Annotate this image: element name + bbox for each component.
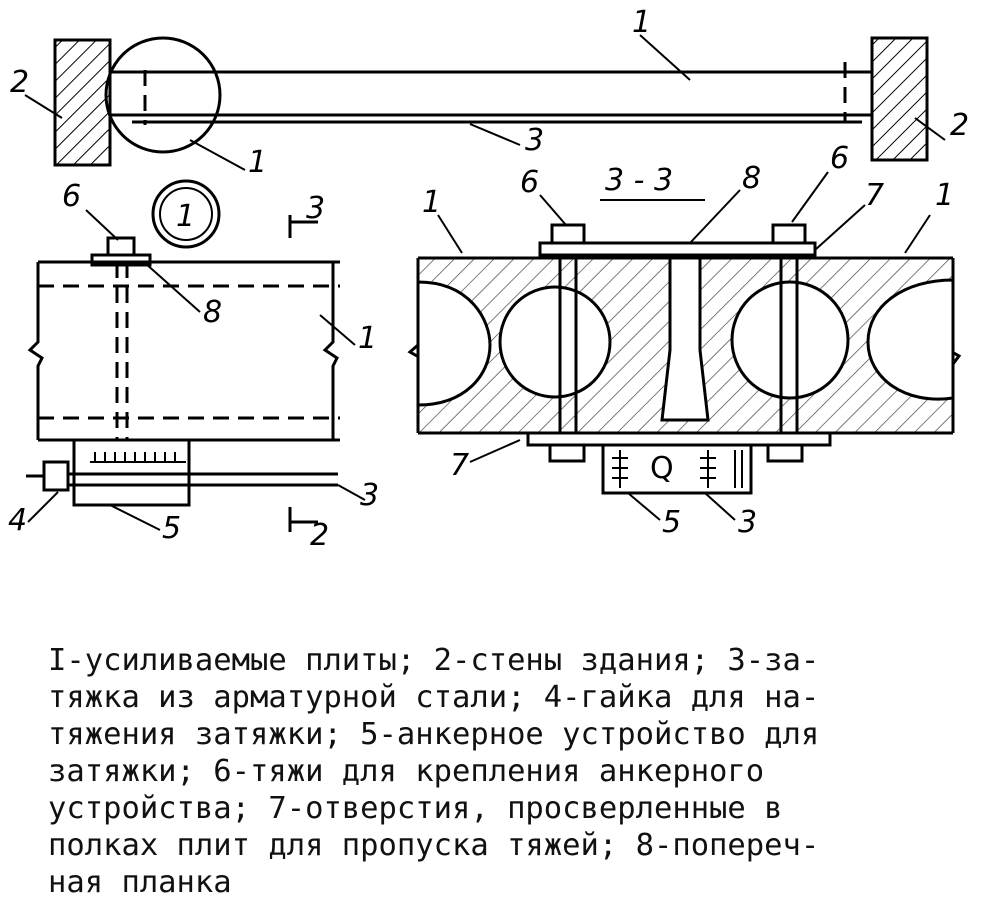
callout-elev-1: 1: [358, 321, 377, 356]
break-left: [27, 262, 44, 440]
plan-view: 1 1 3 2 2: [10, 5, 969, 180]
leader-sec-1r: [904, 214, 931, 254]
leader-sec-5: [627, 492, 661, 521]
caption-line: затяжки; 6-тяжи для крепления анкерного: [48, 754, 765, 789]
leader-elev-5: [109, 504, 161, 531]
caption-line: тяжения затяжки; 5-анкерное устройство д…: [48, 717, 820, 752]
caption-line: устройства; 7-отверстия, просверленные в: [48, 791, 783, 826]
leader-elev-3: [337, 484, 366, 501]
leader-plan-2l: [24, 94, 63, 119]
leader-sec-6r: [791, 171, 829, 223]
rod-nut: [106, 236, 136, 257]
callout-plan-2r: 2: [950, 108, 969, 143]
nut-left: [550, 223, 586, 245]
caption-line: I-усиливаемые плиты; 2-стены здания; 3-з…: [48, 643, 820, 678]
callout-sec-7b: 7: [450, 448, 469, 483]
leader-sec-7r: [814, 204, 866, 251]
bottom-nut-right: [766, 443, 804, 463]
section-mark-top: [288, 215, 318, 238]
detail-circle: [104, 36, 222, 154]
callout-sec-3: 3: [738, 505, 757, 540]
callout-plan-1b: 1: [248, 145, 267, 180]
leader-sec-8: [689, 189, 741, 244]
view-marker-number: 1: [176, 199, 195, 234]
void-1: [416, 280, 492, 407]
anchor-ticks: [90, 452, 186, 463]
bottom-nut-left: [548, 443, 586, 463]
leader-elev-8: [144, 262, 201, 313]
callout-elev-4: 4: [8, 503, 27, 538]
view-marker-circle-inner: [159, 187, 213, 241]
panel-joint: [660, 256, 710, 422]
right-wall: [870, 36, 929, 162]
nut-right: [771, 223, 807, 245]
left-wall: [53, 38, 112, 167]
anchor-q: Q: [650, 451, 674, 486]
figure-caption: I-усиливаемые плиты; 2-стены здания; 3-з…: [48, 642, 928, 901]
callout-sec-7r: 7: [865, 178, 884, 213]
leader-plan-1a: [639, 34, 691, 81]
callout-elev-6: 6: [62, 179, 81, 214]
leader-plan-2r: [914, 117, 946, 141]
leader-elev-4: [27, 491, 59, 523]
callout-sec-1r: 1: [935, 178, 954, 213]
section-title: 3 - 3: [605, 163, 673, 198]
anchor-block: [601, 443, 753, 495]
callout-sec-1l: 1: [422, 185, 441, 220]
view-marker-circle-outer: [151, 179, 221, 249]
bottom-plate: [526, 431, 832, 447]
caption-line: тяжка из арматурной стали; 4-гайка для н…: [48, 680, 820, 715]
void-4: [866, 278, 955, 401]
section-mark-top-label: 3: [306, 191, 325, 226]
leader-plan-1b: [189, 139, 246, 171]
callout-elev-8: 8: [203, 295, 222, 330]
callout-elev-5: 5: [162, 511, 181, 546]
anchor-ticks-section: [612, 450, 743, 488]
callout-plan-2l: 2: [10, 65, 29, 100]
leader-sec-7b: [469, 439, 521, 463]
tension-nut: [42, 460, 70, 492]
callout-elev-3: 3: [360, 478, 379, 513]
void-3: [730, 280, 850, 400]
leader-sec-6l: [539, 194, 567, 226]
void-2: [498, 285, 612, 399]
callout-plan-1a: 1: [632, 5, 651, 40]
leader-sec-1l: [437, 214, 463, 254]
section-mark-bottom: [288, 507, 318, 532]
callout-plan-3: 3: [525, 123, 544, 158]
leader-sec-3: [704, 492, 736, 521]
elevation-view: 1 3 2 6 8 1 3 4 5: [8, 179, 379, 553]
caption-line: полках плит для пропуска тяжей; 8-попере…: [48, 828, 820, 863]
top-cross-bar: [538, 241, 817, 257]
callout-sec-8: 8: [742, 161, 761, 196]
leader-elev-6: [85, 209, 119, 241]
callout-sec-5: 5: [662, 505, 681, 540]
callout-sec-6l: 6: [520, 165, 539, 200]
break-right: [322, 262, 339, 440]
section-view: 3 - 3 Q: [407, 141, 962, 540]
caption-line: ная планка: [48, 865, 232, 900]
leader-plan-3: [469, 123, 521, 146]
leader-elev-1: [319, 314, 356, 346]
section-mark-bottom-label: 2: [310, 518, 329, 553]
callout-sec-6r: 6: [830, 141, 849, 176]
